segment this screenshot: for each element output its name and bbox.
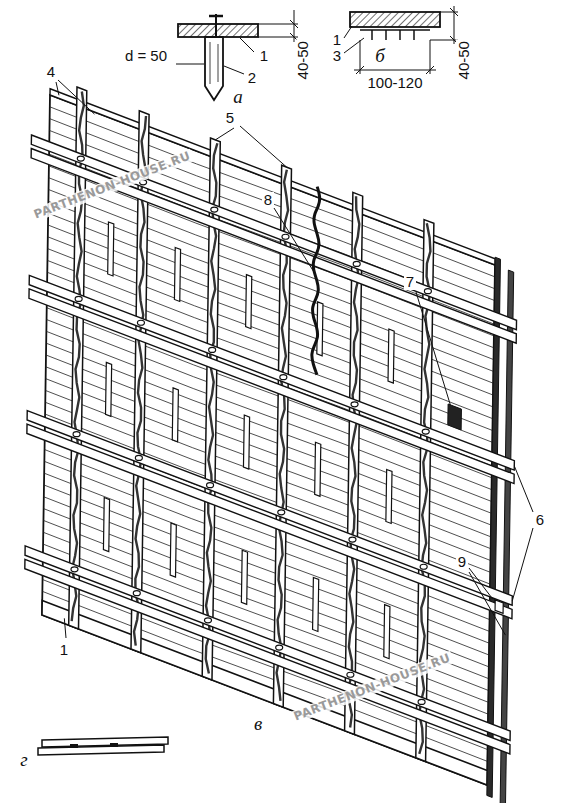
callout-number: 5 [224,110,236,127]
bolt [351,402,358,407]
bolt [73,432,80,437]
cleat [243,415,249,469]
cleat [103,498,109,552]
clamp [448,404,462,430]
leader-line [274,208,316,275]
leader-line [469,568,493,599]
bolt [75,296,82,301]
cleat [174,247,180,301]
view-letter: в [252,714,264,735]
cleat [172,388,178,442]
bolt [137,320,144,325]
sheathing [42,95,495,785]
tie-piece [495,600,503,613]
edge-board [500,270,514,803]
waler [25,546,510,741]
leader-line [64,618,66,638]
cleat [388,329,394,383]
bolt [133,591,140,596]
dimension: 40-50 [456,39,473,81]
cleat [106,362,112,416]
bolt [135,455,142,460]
bolt [282,234,289,239]
callout-number: 1 [58,642,70,659]
bolt [209,347,216,352]
callout-number: 1 [331,32,343,49]
bolt [422,429,429,434]
leader-line [58,80,94,114]
callout-number: 8 [262,192,274,209]
cleat [313,577,319,631]
detail-double-board [38,737,168,755]
view-letter: г [18,750,29,771]
cleat [246,275,252,329]
leader-line [514,466,533,512]
wire-tie [312,187,320,375]
leader-line [512,528,533,601]
leader-lines [56,80,533,638]
leader-line [416,292,450,405]
bolt [71,567,78,572]
bolt [418,699,425,704]
dimension: 40-50 [295,39,312,81]
callout-number: 7 [404,274,416,291]
waler [25,559,510,754]
bolt [204,618,211,623]
callout-number: 4 [45,64,57,81]
cleat [170,523,176,577]
bolt [211,207,218,212]
bolt [349,537,356,542]
bolt [280,375,287,380]
bolt [276,645,283,650]
dimension: 100-120 [365,75,424,92]
leader-line [469,572,505,635]
callout-number: 9 [456,554,468,571]
cleat [108,222,114,276]
cleat [386,469,392,523]
dimension: d = 50 [123,48,169,65]
callout-number: 1 [258,48,270,65]
cleat [384,605,390,659]
view-letter: б [373,46,387,67]
bolt [77,156,84,161]
waler [31,135,516,330]
view-letter: а [231,87,245,108]
cleat [241,550,247,604]
bolt [424,289,431,294]
leader-line [240,126,287,167]
leader-line [56,82,59,95]
detail-batten [344,6,458,74]
formwork-panel [25,87,517,803]
bolt [278,510,285,515]
bolt [207,483,214,488]
edge-board [487,257,501,797]
callout-number: 2 [246,70,258,87]
bolt [420,564,427,569]
cleat [315,442,321,496]
callout-number: 3 [331,48,343,65]
bolt [347,672,354,677]
leader-line [215,128,234,140]
bolt [353,261,360,266]
callout-number: 6 [534,512,546,529]
